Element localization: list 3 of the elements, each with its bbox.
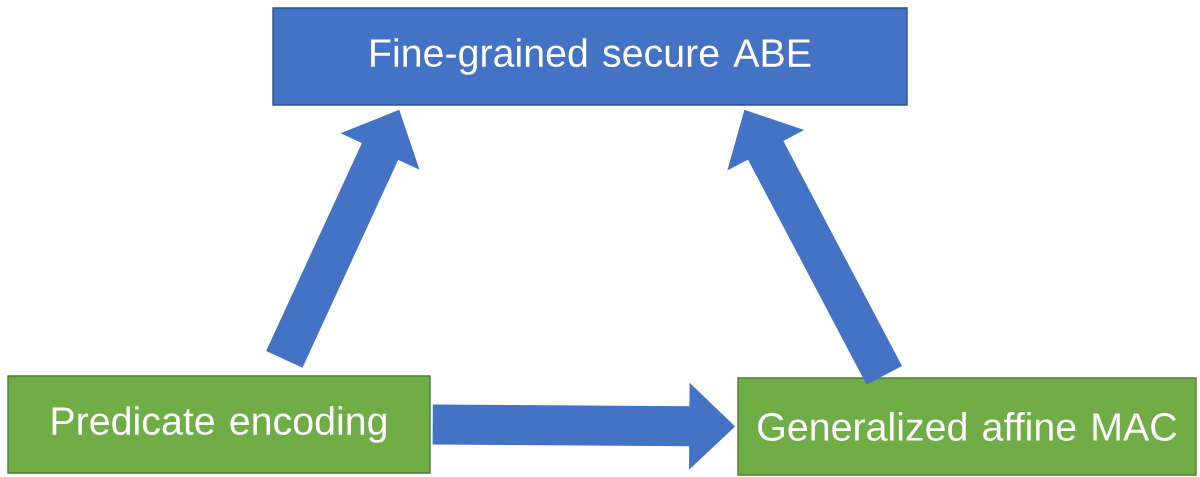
process-box: Predicate encoding xyxy=(7,375,431,474)
process-box: Generalized affine MAC xyxy=(737,377,1197,476)
title-box: Fine-grained secure ABE xyxy=(272,7,908,106)
